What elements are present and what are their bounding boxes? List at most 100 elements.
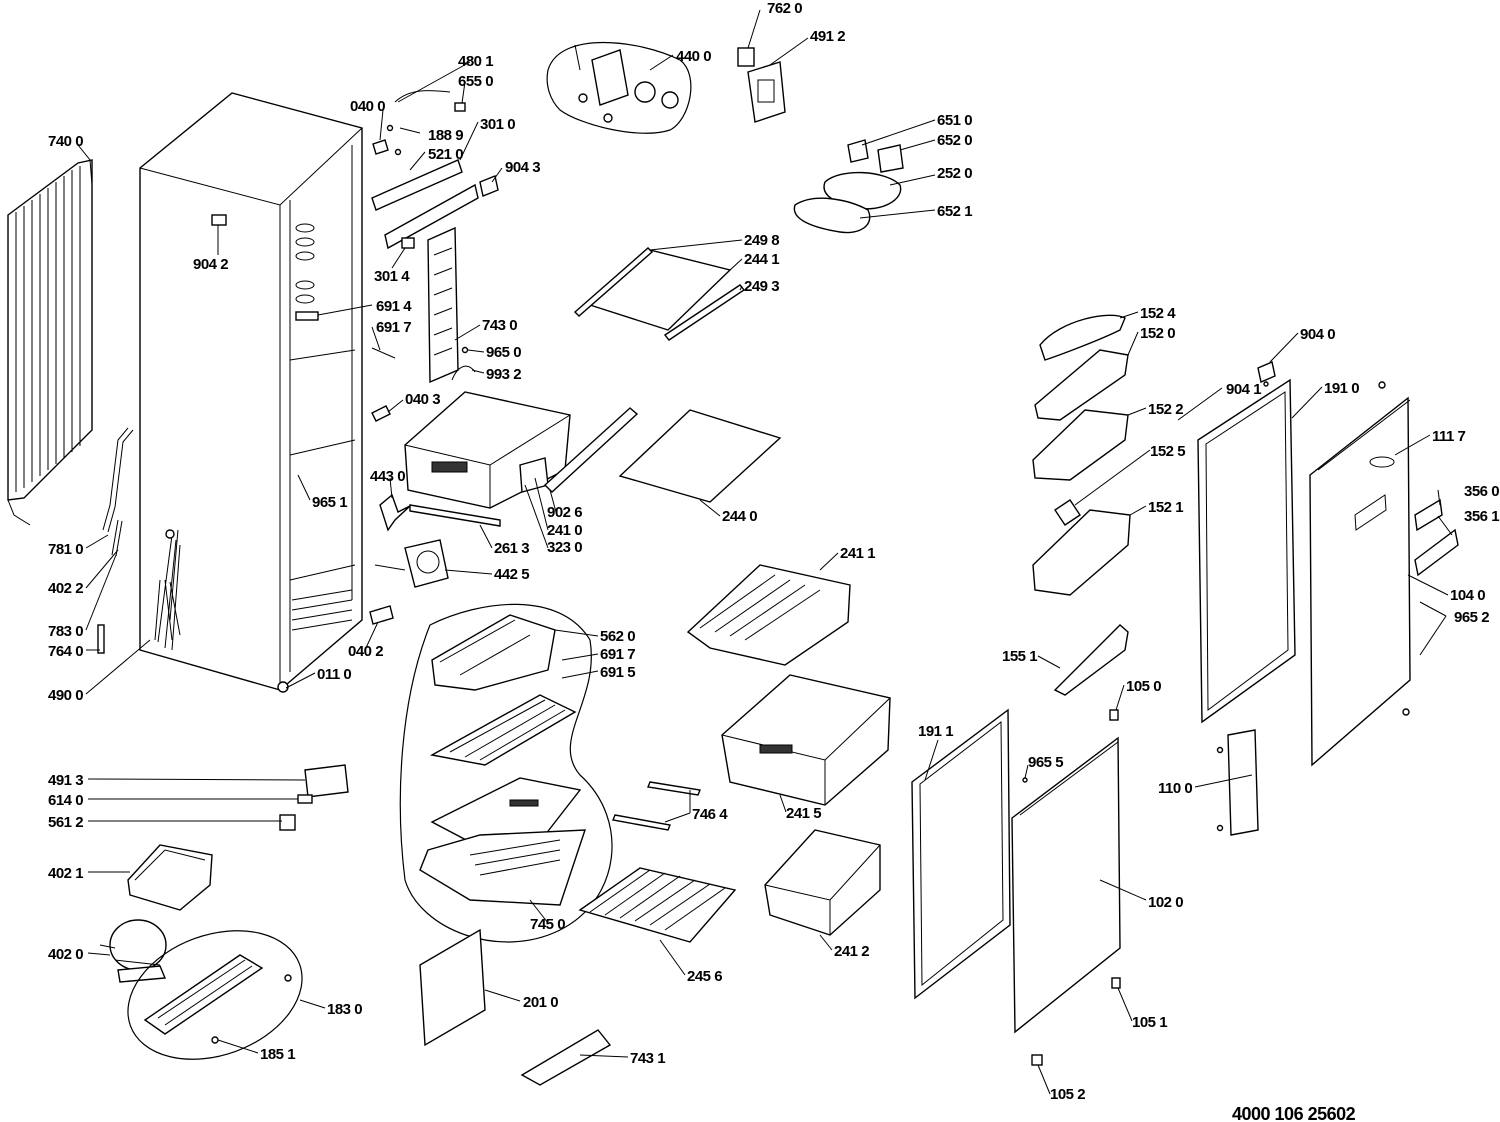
label-191-0: 191 0 (1324, 380, 1359, 397)
label-965-2: 965 2 (1454, 609, 1489, 626)
wire-shelf (578, 867, 737, 943)
crisper-drawer-middle (721, 674, 891, 806)
fridge-door-gasket (911, 708, 1011, 1000)
relay-614-0 (297, 794, 313, 804)
back-plate (419, 928, 486, 1047)
label-561-2: 561 2 (48, 814, 83, 831)
label-740-0: 740 0 (48, 133, 83, 150)
label-965-1: 965 1 (312, 494, 347, 511)
lamp-762-0 (737, 47, 755, 67)
label-241-1: 241 1 (840, 545, 875, 562)
condenser-coil (7, 159, 93, 526)
label-183-0: 183 0 (327, 1001, 362, 1018)
label-691-7-a: 691 7 (376, 319, 411, 336)
label-652-0: 652 0 (937, 132, 972, 149)
label-993-2: 993 2 (486, 366, 521, 383)
label-104-0: 104 0 (1450, 587, 1485, 604)
label-249-3: 249 3 (744, 278, 779, 295)
label-191-1: 191 1 (918, 723, 953, 740)
bottom-cover (520, 1029, 612, 1086)
label-480-1: 480 1 (458, 53, 493, 70)
label-745-0: 745 0 (530, 916, 565, 933)
label-152-5: 152 5 (1150, 443, 1185, 460)
freezer-door (1309, 381, 1411, 767)
label-040-2: 040 2 (348, 643, 383, 660)
label-746-4: 746 4 (692, 806, 728, 823)
freezer-door-gasket (1197, 378, 1296, 724)
label-402-2: 402 2 (48, 580, 83, 597)
fan-motor (374, 539, 449, 588)
label-651-0: 651 0 (937, 112, 972, 129)
label-110-0: 110 0 (1158, 780, 1192, 797)
handle-356-0 (1414, 498, 1443, 532)
label-655-0: 655 0 (458, 73, 493, 90)
pin-105-1 (1111, 977, 1121, 989)
label-562-0: 562 0 (600, 628, 635, 645)
label-102-0: 102 0 (1148, 894, 1183, 911)
label-356-0: 356 0 (1464, 483, 1499, 500)
bracket-904-3 (479, 175, 499, 197)
rail-902-6 (543, 407, 639, 493)
label-011-0: 011 0 (317, 666, 351, 683)
part-904-0 (1257, 361, 1276, 383)
top-wiring-parts (372, 90, 466, 156)
rail-261-3 (409, 504, 501, 527)
label-249-8: 249 8 (744, 232, 779, 249)
label-185-1: 185 1 (260, 1046, 295, 1063)
label-743-1: 743 1 (630, 1050, 665, 1067)
power-cord (154, 579, 181, 641)
cable-691-7 (371, 347, 396, 359)
relay-cover (304, 764, 349, 798)
label-965-0: 965 0 (486, 344, 521, 361)
label-691-7-b: 691 7 (600, 646, 635, 663)
label-241-2: 241 2 (834, 943, 869, 960)
label-152-1: 152 1 (1148, 499, 1183, 516)
thermostat-group (546, 42, 692, 134)
screw-965-0 (461, 346, 469, 354)
label-652-1: 652 1 (937, 203, 972, 220)
part-labels: 740 0 904 2 480 1 655 0 040 0 188 9 301 … (48, 0, 1500, 1122)
label-152-2: 152 2 (1148, 401, 1183, 418)
label-490-0: 490 0 (48, 687, 83, 704)
label-356-1: 356 1 (1464, 508, 1499, 525)
relay-561-2 (279, 814, 296, 831)
crisper-drawer-lower (764, 829, 881, 936)
pin-105-0 (1109, 709, 1119, 721)
document-number: 4000 106 25602 (1232, 1104, 1356, 1122)
label-781-0: 781 0 (48, 541, 83, 558)
label-188-9: 188 9 (428, 127, 463, 144)
label-245-6: 245 6 (687, 968, 722, 985)
drip-tray (127, 844, 213, 911)
label-040-0: 040 0 (350, 98, 385, 115)
control-panel (371, 159, 479, 250)
compressor (99, 919, 167, 983)
label-491-2: 491 2 (810, 28, 845, 45)
label-904-2: 904 2 (193, 256, 228, 273)
glass-shelf-lower (618, 409, 782, 503)
cabinet-body (139, 92, 363, 693)
screw-110-a (1216, 746, 1224, 754)
lamp-assembly (793, 139, 904, 234)
label-241-0: 241 0 (547, 522, 582, 539)
middle-hinge (1227, 729, 1259, 836)
label-491-3: 491 3 (48, 772, 83, 789)
label-105-0: 105 0 (1126, 678, 1161, 695)
rail-746-4-top (647, 781, 701, 796)
label-201-0: 201 0 (523, 994, 558, 1011)
label-904-1: 904 1 (1226, 381, 1261, 398)
crisper-drawer-upper (686, 564, 851, 666)
fan-blade (379, 493, 411, 532)
screw-110-b (1216, 824, 1224, 832)
label-965-5: 965 5 (1028, 754, 1063, 771)
label-261-3: 261 3 (494, 540, 529, 557)
label-691-5: 691 5 (600, 664, 635, 681)
base-plate-group (127, 930, 303, 1060)
rail-746-4-bottom (612, 814, 671, 831)
label-691-4: 691 4 (376, 298, 412, 315)
label-301-4: 301 4 (374, 268, 410, 285)
hinge-040-2 (369, 605, 394, 625)
leader-lines (77, 9, 1453, 1095)
drain-tubes (97, 427, 134, 654)
fridge-door (1011, 736, 1121, 1034)
